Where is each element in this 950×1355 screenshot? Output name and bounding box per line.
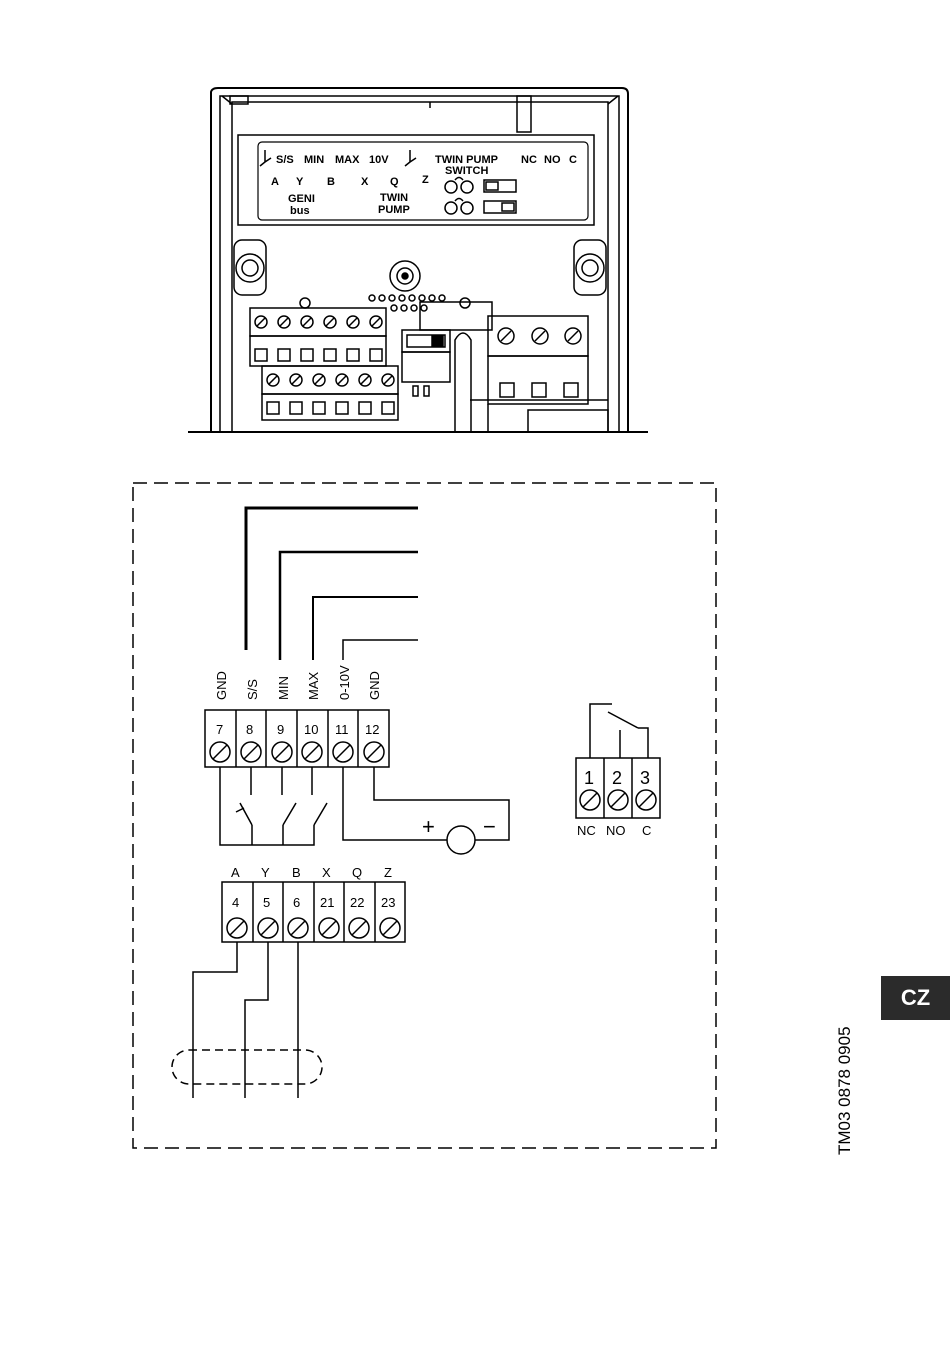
upper-terminal-block [205,710,389,767]
plate-label-nc: NC [521,154,537,166]
plate-label-pump: PUMP [378,204,410,216]
source-minus: − [483,814,496,839]
terminal-number-10: 10 [304,722,318,737]
plate-label-max: MAX [335,154,360,166]
lower-block-labels: A Y B X Q Z [231,865,392,880]
plate-label-ss: S/S [276,154,294,166]
relay-number-3: 3 [640,768,650,788]
switch-contacts [220,767,509,854]
label-y: Y [261,865,270,880]
plate-label-b: B [327,176,335,188]
language-badge: CZ [881,976,950,1020]
source-plus: + [422,814,435,839]
terminal-number-7: 7 [216,722,223,737]
label-b: B [292,865,301,880]
lower-terminal-block [222,882,405,942]
terminal-number-5: 5 [263,895,270,910]
terminal-number-8: 8 [246,722,253,737]
label-x: X [322,865,331,880]
label-gnd-2: GND [367,671,382,700]
label-plate-text: S/S MIN MAX 10V TWIN PUMP NC NO C SWITCH… [260,150,577,217]
relay-label-no: NO [606,823,626,838]
plate-label-geni: GENI [288,193,315,205]
ground-icon [405,150,416,166]
label-z: Z [384,865,392,880]
terminal-number-12: 12 [365,722,379,737]
ground-icon [260,150,271,166]
plate-label-q: Q [390,176,399,188]
terminal-number-21: 21 [320,895,334,910]
terminal-number-23: 23 [381,895,395,910]
terminal-number-4: 4 [232,895,239,910]
terminal-number-6: 6 [293,895,300,910]
label-gnd: GND [214,671,229,700]
terminal-box-illustration [188,88,648,432]
relay-number-1: 1 [584,768,594,788]
upper-block-labels: GND S/S MIN MAX 0-10V GND [214,665,382,700]
plate-label-bus: bus [290,205,310,217]
terminal-number-9: 9 [277,722,284,737]
terminal-number-11: 11 [335,722,349,737]
leader-wires [246,508,418,660]
label-0-10v: 0-10V [337,665,352,700]
plate-label-x: X [361,176,369,188]
label-min: MIN [276,676,291,700]
label-a: A [231,865,240,880]
plate-label-y: Y [296,176,304,188]
plate-label-no: NO [544,154,561,166]
geni-bus-cable [172,942,322,1098]
label-max: MAX [306,672,321,701]
label-ss: S/S [245,679,260,700]
relay-label-nc: NC [577,823,596,838]
terminal-number-22: 22 [350,895,364,910]
relay-block [576,704,660,818]
plate-label-c: C [569,154,577,166]
plate-label-a: A [271,176,279,188]
plate-label-twin: TWIN [380,192,408,204]
plate-label-switch: SWITCH [445,165,488,177]
plate-label-z: Z [422,174,429,186]
label-q: Q [352,865,362,880]
relay-number-2: 2 [612,768,622,788]
plate-label-10v: 10V [369,154,389,166]
plate-label-min: MIN [304,154,324,166]
relay-label-c: C [642,823,651,838]
reference-code: TM03 0878 0905 [835,1026,854,1155]
